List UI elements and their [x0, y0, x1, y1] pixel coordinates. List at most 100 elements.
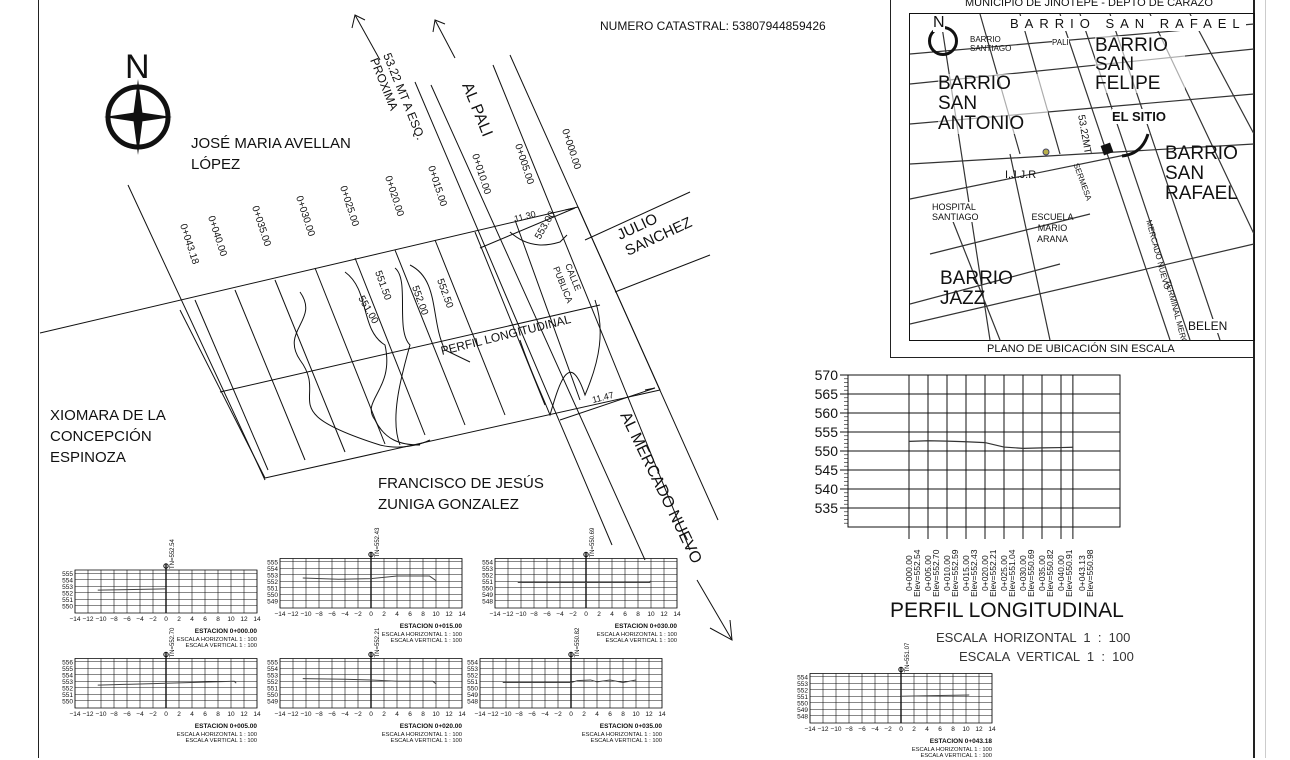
longitudinal-profile-chart: 5705655605555505455405350+000.00Elev=552…: [815, 367, 1121, 597]
tn-label: TN=551.07: [905, 642, 911, 673]
station-line: [354, 257, 426, 436]
station-line: [394, 249, 466, 426]
boundary-line: [39, 206, 579, 334]
section-x-label: −12: [82, 711, 93, 718]
section-x-label: −8: [110, 616, 118, 623]
section-x-label: 10: [432, 711, 440, 718]
section-x-label: 2: [177, 616, 181, 623]
benchmark-icon: [583, 551, 589, 558]
section-x-label: −12: [287, 611, 298, 618]
location-map-title: MUNICIPIO DE JINOTEPE - DEPTO DE CARAZO: [965, 0, 1213, 9]
section-x-label: 2: [912, 726, 916, 733]
section-x-label: 0: [569, 711, 573, 718]
map-label: PALI: [1052, 38, 1069, 47]
boundary-line: [264, 389, 661, 479]
section-scale-h: ESCALA HORIZONTAL 1 : 100: [582, 732, 662, 738]
y-tick-label: 570: [815, 367, 839, 383]
station-label: 0+025.00: [337, 185, 361, 229]
station-line: [314, 267, 386, 445]
section-y-label: 553: [267, 672, 278, 679]
catastral-number: NUMERO CATASTRAL: 53807944859426: [600, 19, 826, 33]
section-y-label: 553: [62, 679, 73, 686]
sheet-edge: [1265, 0, 1266, 758]
section-x-label: −6: [328, 611, 336, 618]
section-x-label: −8: [845, 726, 853, 733]
section-x-label: 14: [658, 711, 666, 718]
section-x-label: −6: [858, 726, 866, 733]
section-x-label: 0: [369, 711, 373, 718]
station-line: [434, 239, 506, 416]
y-tick-label: 565: [815, 386, 839, 402]
section-y-label: 550: [62, 698, 73, 705]
sheet-border-right: [1253, 0, 1255, 758]
tn-label: TN=552.70: [170, 627, 176, 658]
section-y-label: 548: [467, 698, 478, 705]
section-y-label: 550: [797, 700, 808, 707]
section-y-label: 554: [62, 672, 73, 679]
contour-label: 552.00: [409, 284, 430, 317]
map-label: ESCUELA MARIO ARANA: [1031, 212, 1074, 244]
dim-label: 11.30: [513, 209, 537, 224]
section-x-label: 12: [445, 611, 453, 618]
section-x-label: 4: [395, 711, 399, 718]
station-line: [234, 289, 306, 461]
section-x-label: −4: [871, 726, 879, 733]
map-label: EL SITIO: [1112, 109, 1166, 124]
section-scale-h: ESCALA HORIZONTAL 1 : 100: [382, 632, 462, 638]
section-scale-h: ESCALA HORIZONTAL 1 : 100: [912, 747, 992, 753]
section-x-label: −14: [274, 711, 285, 718]
elev-label: Elev=551.04: [1007, 549, 1017, 597]
x-tick-label: 0+025.00: [999, 555, 1009, 591]
section-y-label: 554: [797, 674, 808, 681]
station-line: [514, 219, 581, 401]
section-x-label: −8: [110, 711, 118, 718]
north-arrow-icon: [104, 79, 172, 155]
section-x-label: 8: [421, 711, 425, 718]
boundary-line: [584, 191, 691, 241]
section-x-label: −4: [556, 611, 564, 618]
section-x-label: 10: [432, 611, 440, 618]
section-scale-v: ESCALA VERTICAL 1 : 100: [605, 638, 677, 644]
section-x-label: 8: [421, 611, 425, 618]
section-x-label: −8: [515, 711, 523, 718]
section-x-label: 2: [582, 711, 586, 718]
section-x-label: 4: [925, 726, 929, 733]
owner-line: XIOMARA DE LA: [50, 407, 166, 424]
owner-line: JOSÉ MARIA AVELLAN: [191, 135, 351, 152]
boundary-line: [219, 304, 601, 393]
section-x-label: −4: [136, 616, 144, 623]
curved-arrow-icon: [1121, 133, 1150, 158]
section-x-label: −12: [817, 726, 828, 733]
section-x-label: −8: [315, 711, 323, 718]
section-y-label: 549: [482, 592, 493, 599]
section-y-label: 552: [62, 590, 73, 597]
profile-line-label: PERFIL LONGITUDINAL: [439, 312, 572, 358]
dimension-arrow: [559, 387, 656, 421]
x-tick-label: 0+000.00: [904, 555, 914, 591]
location-map-caption: PLANO DE UBICACIÓN SIN ESCALA: [987, 343, 1175, 355]
station-line: [274, 279, 346, 453]
section-x-label: 4: [595, 711, 599, 718]
section-x-label: −6: [123, 616, 131, 623]
section-y-label: 554: [267, 566, 278, 573]
section-station: ESTACION 0+030.00: [615, 623, 678, 630]
street-line: [434, 19, 456, 59]
map-label: BARRIO SANTIAGO: [970, 35, 1012, 53]
section-station: ESTACION 0+005.00: [195, 723, 258, 730]
section-x-label: −2: [569, 611, 577, 618]
section-x-label: −14: [474, 711, 485, 718]
map-label: HOSPITAL SANTIAGO: [932, 202, 987, 222]
section-x-label: 8: [636, 611, 640, 618]
section-y-label: 551: [62, 692, 73, 699]
elev-label: Elev=550.69: [1026, 549, 1036, 597]
street-line: [127, 184, 266, 481]
section-x-label: 6: [408, 711, 412, 718]
map-label: BARRIO SAN FELIPE: [1095, 36, 1185, 93]
section-x-label: −10: [95, 616, 106, 623]
section-x-label: 6: [623, 611, 627, 618]
station-label: 0+035.00: [249, 205, 273, 249]
section-x-label: 12: [240, 711, 248, 718]
map-label: BARRIO SAN RAFAEL: [1010, 16, 1246, 31]
